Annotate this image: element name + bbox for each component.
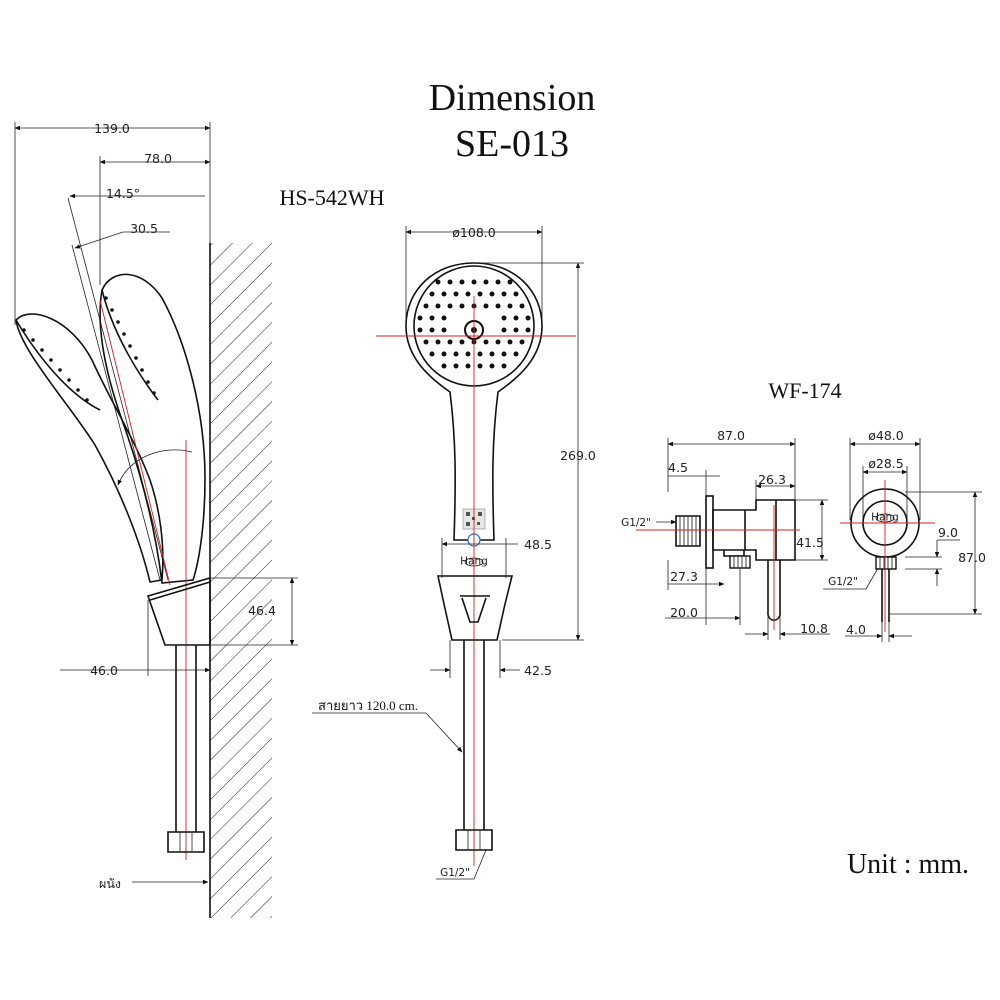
dim-inner-diameter: ø28.5 (868, 456, 903, 471)
rotation-arc (117, 449, 193, 486)
flange-outlet (729, 555, 751, 569)
wall-holder (146, 576, 211, 646)
dim-head-depth: 30.5 (130, 221, 158, 236)
title-line2: SE-013 (455, 123, 569, 165)
flange-plate (705, 495, 714, 569)
dim-total-width: 139.0 (94, 121, 130, 136)
nozzle-grid (417, 279, 531, 369)
side-view: 139.0 78.0 14.5° 30.5 (14, 121, 298, 918)
dim-head-offset: 78.0 (144, 151, 172, 166)
flange-front-thread-leader (823, 567, 879, 590)
dim-screw-offset: 9.0 (938, 525, 958, 540)
dim-screw-width: 4.0 (846, 622, 866, 637)
flange-front-thread-label: G1/2" (828, 576, 858, 588)
dim-head-diameter: ø108.0 (452, 225, 495, 240)
holder-slot (461, 597, 487, 623)
dim-base-offset: 27.3 (670, 569, 698, 584)
dim-outlet-spacing: 20.0 (670, 605, 698, 620)
front-holder (437, 575, 514, 641)
head-face-front (15, 319, 101, 411)
dim-outlet-height: 41.5 (796, 535, 824, 550)
dim-outer-diameter: ø48.0 (868, 428, 904, 443)
flange-front-outlet (875, 556, 897, 570)
front-view: ø108.0 Hang (312, 225, 596, 880)
hand-shower-front (15, 313, 164, 583)
flange-front-view: ø48.0 ø28.5 Hang 87.0 9.0 G1/2" (823, 428, 986, 642)
hose-leader (312, 712, 463, 753)
dim-holder-depth: 46.0 (90, 663, 118, 678)
hand-shower-model: HS-542WH (279, 185, 384, 210)
nozzle-row-front (22, 328, 89, 402)
hose-thread-leader (436, 849, 487, 880)
dim-thread-length: 4.5 (668, 460, 688, 475)
title-line1: Dimension (429, 77, 596, 119)
wall-flange-model: WF-174 (768, 378, 841, 403)
dim-line-30 (74, 231, 124, 249)
unit-note: Unit : mm. (847, 849, 969, 880)
nozzle-row-back (104, 296, 156, 395)
centerline-tilt (99, 299, 171, 586)
dim-holder-width: 42.5 (524, 663, 552, 678)
dim-total-length: 269.0 (560, 448, 596, 463)
dim-screw-diameter: 10.8 (800, 621, 828, 636)
flange-thread-label: G1/2" (621, 517, 651, 529)
dim-tilt-angle: 14.5° (106, 186, 140, 201)
dim-flange-height: 87.0 (958, 550, 986, 565)
dim-handle-width: 48.5 (524, 537, 552, 552)
dim-outlet-offset: 26.3 (758, 472, 786, 487)
hand-shower-back (99, 273, 206, 584)
construction-line-a (67, 197, 169, 581)
holder-edge (149, 581, 211, 601)
construction-line-b (71, 244, 161, 581)
hose-note: สายยาว 120.0 cm. (318, 698, 418, 713)
dim-holder-height: 46.4 (248, 603, 276, 618)
wall-hatch (210, 243, 272, 918)
hose-thread-label: G1/2" (440, 867, 470, 879)
wall-label: ผนัง (99, 876, 121, 891)
flange-side-view: 87.0 4.5 26.3 G1/2" 41.5 (621, 428, 830, 640)
dim-flange-length: 87.0 (717, 428, 745, 443)
head-face-back (101, 289, 159, 401)
